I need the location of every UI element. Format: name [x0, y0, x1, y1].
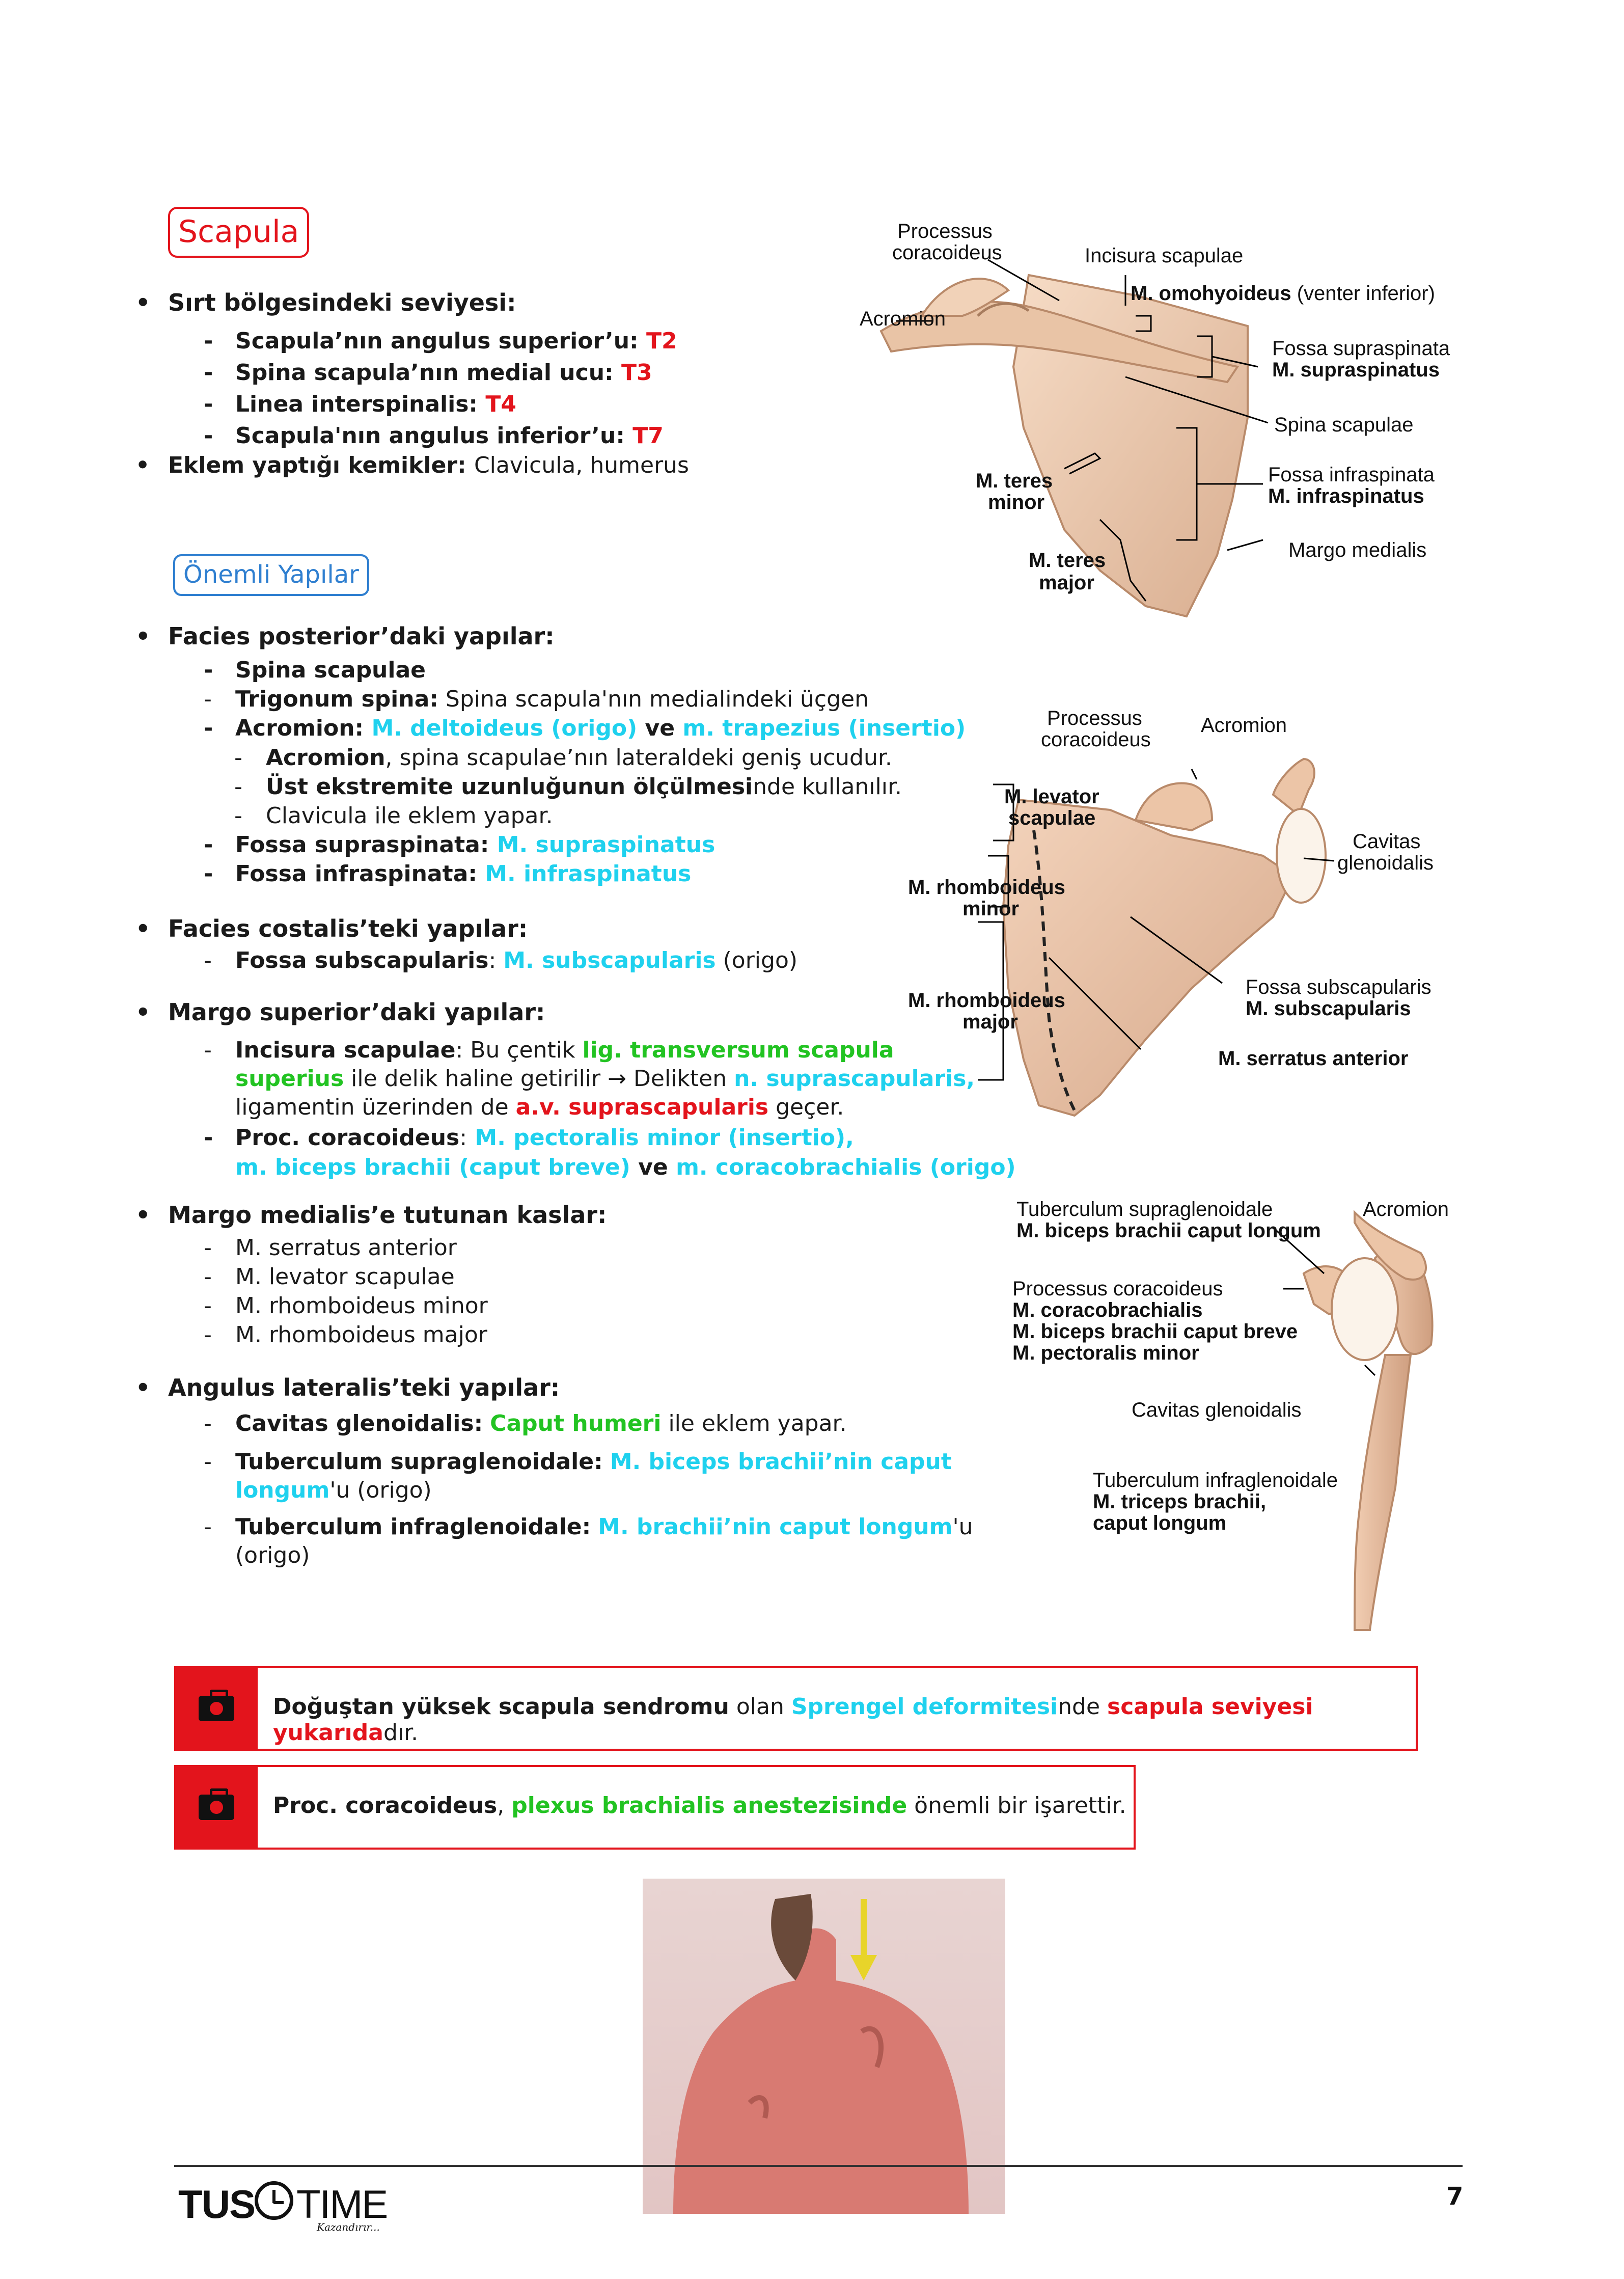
fig1-processus: Processus	[897, 220, 993, 242]
superior-incisura: Incisura scapulae: Bu çentik lig. transv…	[204, 1036, 975, 1122]
fig3-coracobrachialis: M. coracobrachialis	[1012, 1299, 1203, 1321]
callout-coracoideus-text: Proc. coracoideus, plexus brachialis ane…	[273, 1793, 1126, 1819]
fig2-cavitas-1: Cavitas	[1353, 830, 1421, 853]
medialis-item-2: M. levator scapulae	[204, 1264, 455, 1290]
fig3-triceps-1: M. triceps brachii,	[1093, 1490, 1267, 1513]
sirt-heading: Sırt bölgesindeki seviyesi:	[135, 289, 516, 316]
fig1-fossa-infra: Fossa infraspinata	[1268, 464, 1435, 486]
sirt-item-1: Scapula’nın angulus superior’u: T2	[204, 328, 677, 354]
fig2-cavitas-2: glenoidalis	[1337, 852, 1434, 874]
fig2-rh-minor-2: minor	[962, 898, 1020, 920]
superior-heading: Margo superior’daki yapılar:	[135, 998, 545, 1026]
fig1-teres-major-2: major	[1039, 572, 1094, 594]
costalis-heading: Facies costalis’teki yapılar:	[135, 915, 528, 942]
fig1-margo-medialis: Margo medialis	[1288, 539, 1427, 561]
back-photo-drawing	[673, 1894, 969, 2214]
superior-proc: Proc. coracoideus: M. pectoralis minor (…	[204, 1123, 1016, 1182]
onemli-heading-box: Önemli Yapılar	[173, 554, 369, 596]
callout-sprengel: Doğuştan yüksek scapula sendromu olan Sp…	[174, 1666, 1418, 1751]
medialis-item-4: M. rhomboideus major	[204, 1322, 487, 1348]
fig3-biceps-longum: M. biceps brachii caput longum	[1016, 1219, 1321, 1242]
figure-scapula-lateral: Tuberculum supraglenoidale M. biceps bra…	[998, 1192, 1507, 1645]
lateralis-supraglenoidale: Tuberculum supraglenoidale: M. biceps br…	[204, 1448, 952, 1505]
fig1-omohyoideus: M. omohyoideus (venter inferior)	[1131, 282, 1435, 305]
logo-subtitle: Kazandırır...	[317, 2221, 380, 2233]
fig3-triceps-2: caput longum	[1093, 1512, 1227, 1534]
acromion-sub-3: Clavicula ile eklem yapar.	[234, 803, 553, 829]
fig3-tub-infra: Tuberculum infraglenoidale	[1093, 1469, 1338, 1491]
callout-sprengel-text: Doğuştan yüksek scapula sendromu olan Sp…	[273, 1694, 1313, 1746]
acromion-sub-2: Üst ekstremite uzunluğunun ölçülmesinde …	[234, 774, 902, 800]
fig1-m-infra: M. infraspinatus	[1268, 485, 1424, 507]
fig1-teres-minor-2: minor	[988, 491, 1045, 513]
medialis-item-3: M. rhomboideus minor	[204, 1293, 488, 1319]
eklem-line: Eklem yaptığı kemikler: Clavicula, humer…	[135, 452, 689, 478]
figure-scapula-anterior: Processus coracoideus Acromion M. levato…	[906, 703, 1482, 1121]
medialis-heading: Margo medialis’e tutunan kaslar:	[135, 1201, 607, 1229]
posterior-infra: Fossa infraspinata: M. infraspinatus	[204, 861, 691, 887]
fig1-acromion: Acromion	[860, 308, 946, 330]
sirt-item-2: Spina scapula’nın medial ucu: T3	[204, 360, 652, 386]
fig3-biceps-breve: M. biceps brachii caput breve	[1012, 1320, 1298, 1343]
costalis-sub: Fossa subscapularis: M. subscapularis (o…	[204, 947, 797, 973]
fig3-tub-supra: Tuberculum supraglenoidale	[1016, 1198, 1273, 1220]
clock-icon	[255, 2181, 293, 2220]
lateralis-cavitas: Cavitas glenoidalis: Caput humeri ile ek…	[204, 1410, 847, 1436]
scapula-heading-box: Scapula	[168, 207, 310, 258]
fig1-incisura: Incisura scapulae	[1085, 245, 1244, 267]
fig1-m-supra: M. supraspinatus	[1272, 359, 1440, 381]
fig1-spina: Spina scapulae	[1274, 414, 1414, 436]
callout-coracoideus: Proc. coracoideus, plexus brachialis ane…	[174, 1765, 1136, 1850]
footer-rule	[174, 2165, 1463, 2167]
lateralis-infraglenoidale: Tuberculum infraglenoidale: M. brachii’n…	[204, 1513, 973, 1570]
logo-tus: TUS	[178, 2182, 256, 2227]
fig3-cavitas: Cavitas glenoidalis	[1132, 1399, 1302, 1421]
fig3-proc: Processus coracoideus	[1012, 1278, 1223, 1300]
scapula-posterior-drawing	[879, 259, 1269, 618]
medialis-item-1: M. serratus anterior	[204, 1235, 457, 1261]
fig2-acromion: Acromion	[1201, 714, 1287, 737]
logo-time: TIME	[296, 2182, 388, 2227]
posterior-heading: Facies posterior’daki yapılar:	[135, 622, 555, 650]
scapula-lateral-drawing	[1272, 1210, 1434, 1631]
fig2-rh-major-1: M. rhomboideus	[908, 989, 1065, 1012]
fig2-levator-1: M. levator	[1004, 785, 1099, 808]
posterior-spina: Spina scapulae	[204, 657, 426, 683]
photo-sprengel-back	[643, 1879, 1005, 2214]
medical-kit-icon	[199, 1788, 234, 1820]
fig3-pect-minor: M. pectoralis minor	[1012, 1342, 1199, 1364]
scapula-anterior-drawing	[978, 757, 1335, 1117]
fig1-coracoideus: coracoideus	[892, 241, 1002, 264]
figure-scapula-posterior: Processus coracoideus Incisura scapulae …	[860, 214, 1523, 632]
fig2-processus: Processus	[1047, 707, 1142, 729]
acromion-sub-1: Acromion, spina scapulae’nın lateraldeki…	[234, 745, 892, 771]
fig2-levator-2: scapulae	[1008, 807, 1096, 829]
fig2-rh-major-2: major	[962, 1011, 1018, 1033]
lateralis-heading: Angulus lateralis’teki yapılar:	[135, 1374, 560, 1401]
fig1-teres-major-1: M. teres	[1029, 549, 1106, 572]
fig2-serratus: M. serratus anterior	[1218, 1047, 1409, 1070]
scapula-title: Scapula	[178, 214, 299, 250]
posterior-acromion: Acromion: M. deltoideus (origo) ve m. tr…	[204, 715, 966, 741]
fig2-m-sub: M. subscapularis	[1246, 997, 1411, 1020]
sirt-item-3: Linea interspinalis: T4	[204, 391, 516, 417]
posterior-trigonum: Trigonum spina: Spina scapula'nın medial…	[204, 686, 869, 712]
fig3-acromion: Acromion	[1363, 1198, 1449, 1220]
fig2-coracoideus: coracoideus	[1041, 728, 1151, 751]
medical-kit-icon	[199, 1690, 234, 1721]
onemli-title: Önemli Yapılar	[183, 560, 359, 589]
sirt-item-4: Scapula'nın angulus inferior’u: T7	[204, 423, 664, 449]
fig1-teres-minor-1: M. teres	[976, 470, 1053, 492]
page-number: 7	[1446, 2182, 1464, 2211]
posterior-supra: Fossa supraspinata: M. supraspinatus	[204, 832, 715, 858]
fig2-fossa-sub: Fossa subscapularis	[1246, 976, 1432, 998]
fig2-rh-minor-1: M. rhomboideus	[908, 876, 1065, 899]
fig1-fossa-supra: Fossa supraspinata	[1272, 337, 1450, 360]
footer-logo: TUS TIME Kazandırır...	[178, 2178, 402, 2234]
